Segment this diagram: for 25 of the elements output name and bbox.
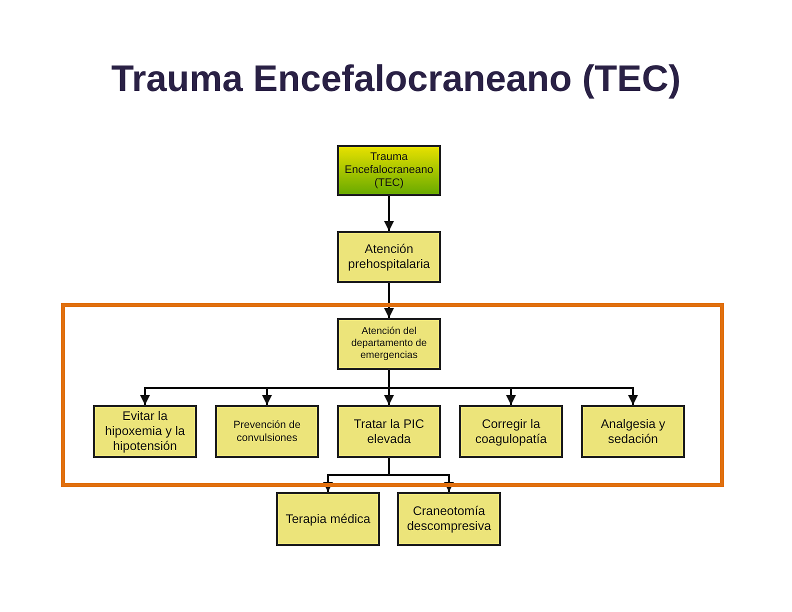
arrow xyxy=(384,196,394,231)
arrow xyxy=(388,458,454,492)
box-label: Analgesia y sedación xyxy=(600,416,666,446)
slide-title: Trauma Encefalocraneano (TEC) xyxy=(110,58,682,100)
process-box xyxy=(337,145,441,196)
process-box xyxy=(215,405,319,458)
process-box xyxy=(93,405,197,458)
process-box xyxy=(337,405,441,458)
box-label: Tratar la PIC elevada xyxy=(352,416,426,446)
process-box xyxy=(337,231,441,283)
process-box xyxy=(337,318,441,370)
box-label: Atención del departamento de emergencias xyxy=(350,326,428,362)
arrow xyxy=(388,370,638,405)
box-label: Evitar la hipoxemia y la hipotensión xyxy=(104,409,186,454)
box-label: Craneotomía descompresiva xyxy=(406,504,492,534)
process-box xyxy=(581,405,685,458)
box-label: Atención prehospitalaria xyxy=(347,242,431,272)
process-box xyxy=(276,492,380,546)
box-label: Trauma Encefalocraneano (TEC) xyxy=(344,150,434,190)
box-label: Prevención de convulsiones xyxy=(232,418,302,444)
arrow xyxy=(384,283,394,318)
process-box xyxy=(397,492,501,546)
process-box xyxy=(459,405,563,458)
box-label: Corregir la coagulopatía xyxy=(474,416,548,446)
box-label: Terapia médica xyxy=(286,512,370,526)
